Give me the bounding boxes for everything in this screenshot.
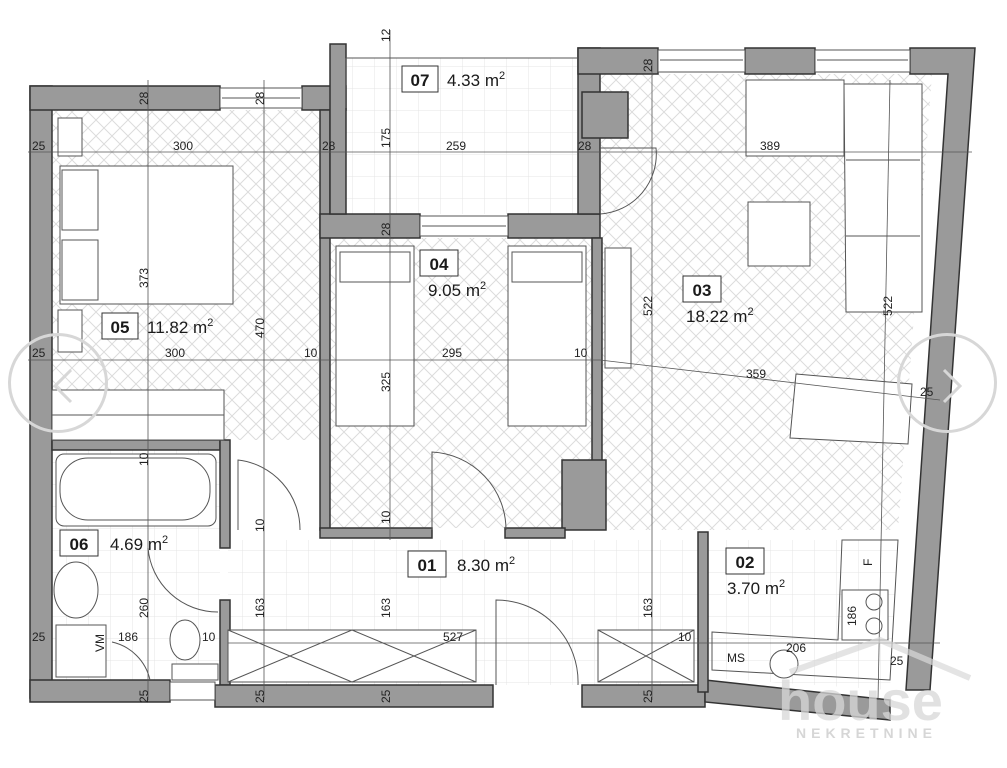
svg-text:VM: VM [93,634,107,652]
svg-text:186: 186 [118,630,138,644]
svg-text:25: 25 [253,689,267,703]
svg-text:28: 28 [322,139,336,153]
svg-text:25: 25 [32,630,46,644]
room-label-07: 07 4.33 m2 [401,65,505,93]
svg-text:359: 359 [746,367,766,381]
previous-image-button[interactable] [8,333,108,433]
svg-text:05: 05 [111,318,130,337]
room-label-02: 02 3.70 m2 [725,547,785,598]
svg-text:175: 175 [379,128,393,148]
svg-text:28: 28 [641,58,655,72]
svg-text:28: 28 [578,139,592,153]
svg-text:12: 12 [379,28,393,42]
svg-text:11.82 m2: 11.82 m2 [147,317,213,337]
svg-text:3.70 m2: 3.70 m2 [727,578,785,598]
svg-text:25: 25 [890,654,904,668]
room-label-06: 06 4.69 m2 [59,529,168,557]
svg-text:28: 28 [379,222,393,236]
svg-text:MS: MS [727,651,745,665]
svg-text:10: 10 [304,346,318,360]
balcony-rail [345,57,577,108]
svg-text:28: 28 [137,91,151,105]
svg-text:300: 300 [173,139,193,153]
svg-text:186: 186 [845,606,859,626]
svg-text:206: 206 [786,641,806,655]
svg-text:163: 163 [379,598,393,618]
room-label-04: 04 9.05 m2 [419,249,486,300]
svg-text:02: 02 [736,553,755,572]
next-image-button[interactable] [897,333,997,433]
svg-text:8.30 m2: 8.30 m2 [457,555,515,575]
svg-text:25: 25 [379,689,393,703]
svg-text:522: 522 [881,296,895,316]
room-label-03: 03 18.22 m2 [682,275,754,326]
doors [111,147,657,686]
svg-text:07: 07 [411,71,430,90]
dimension-labels: 12 175 259 28 28 28 28 28 28 25 300 373 … [32,28,934,703]
svg-text:295: 295 [442,346,462,360]
svg-text:300: 300 [165,346,185,360]
walls [29,43,976,721]
svg-text:F: F [861,559,875,566]
svg-text:01: 01 [418,556,437,575]
svg-text:9.05 m2: 9.05 m2 [428,280,486,300]
chevron-left-icon [52,368,73,404]
svg-text:163: 163 [253,598,267,618]
room-label-05: 05 11.82 m2 [101,312,213,340]
svg-text:house: house [778,669,943,732]
svg-text:260: 260 [137,598,151,618]
furniture [51,79,923,683]
svg-text:25: 25 [641,689,655,703]
svg-text:10: 10 [137,452,151,466]
watermark: house NEKRETNINE [778,636,972,741]
svg-text:527: 527 [443,630,463,644]
svg-text:18.22 m2: 18.22 m2 [686,306,754,326]
svg-text:28: 28 [253,91,267,105]
dimension-lines [28,30,972,701]
svg-text:25: 25 [32,139,46,153]
svg-text:03: 03 [693,281,712,300]
svg-text:25: 25 [137,689,151,703]
room-label-01: 01 8.30 m2 [407,550,515,578]
svg-text:10: 10 [678,630,692,644]
chevron-right-icon [942,368,963,404]
svg-text:522: 522 [641,296,655,316]
svg-text:259: 259 [446,139,466,153]
svg-text:325: 325 [379,372,393,392]
windows [169,49,911,701]
svg-text:10: 10 [202,630,216,644]
svg-text:10: 10 [379,510,393,524]
svg-text:163: 163 [641,598,655,618]
svg-text:NEKRETNINE: NEKRETNINE [796,725,937,741]
svg-text:389: 389 [760,139,780,153]
svg-text:10: 10 [574,346,588,360]
svg-text:4.69 m2: 4.69 m2 [110,534,168,554]
svg-text:470: 470 [253,318,267,338]
svg-text:04: 04 [430,255,449,274]
svg-text:10: 10 [253,518,267,532]
svg-text:373: 373 [137,268,151,288]
svg-text:4.33 m2: 4.33 m2 [447,70,505,90]
svg-text:06: 06 [70,535,89,554]
